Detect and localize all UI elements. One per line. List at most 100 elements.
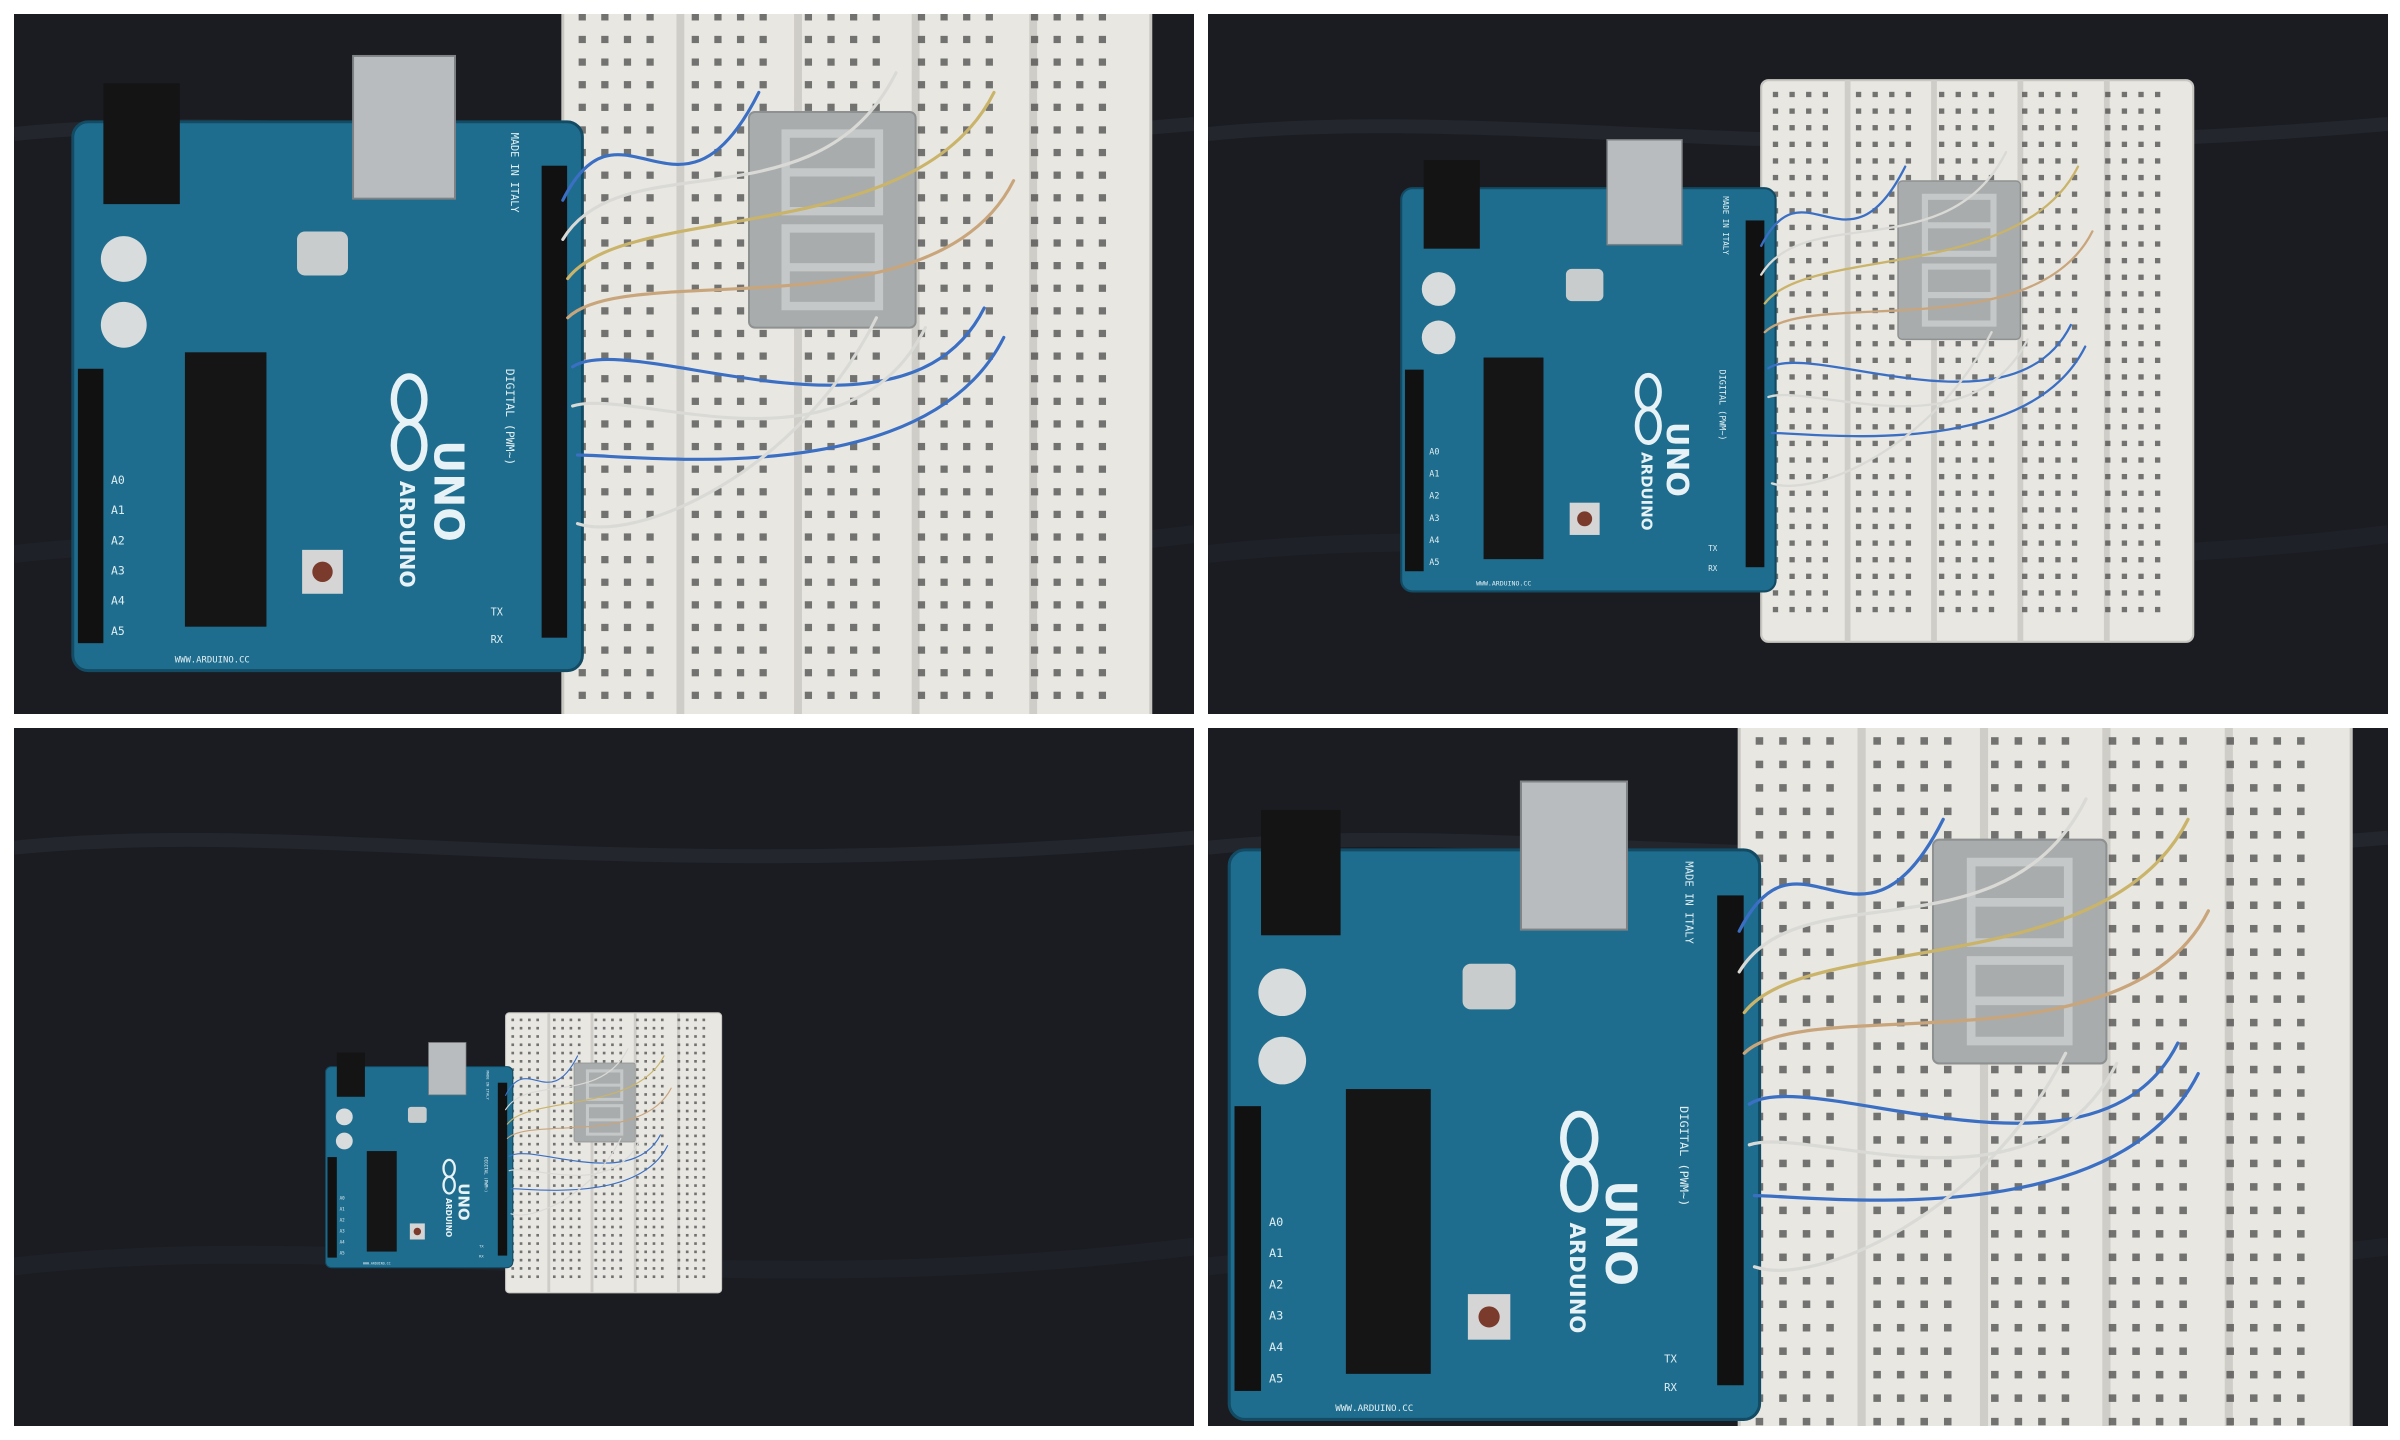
power-analog-header	[1234, 1106, 1262, 1391]
board-label: RX	[479, 1255, 484, 1259]
reset-button-cap	[413, 1227, 422, 1236]
analog-pin-label: A0	[111, 473, 125, 487]
board-label: RX	[1664, 1382, 1677, 1394]
jumper-wire	[510, 1137, 622, 1216]
analog-pin-label: A2	[1429, 491, 1439, 501]
breadboard-groove	[1979, 728, 1989, 1426]
fabric-fold	[14, 830, 1194, 864]
jumper-wire	[1752, 1051, 2068, 1272]
jumper-wire	[561, 71, 898, 241]
jumper-wire	[566, 90, 996, 281]
analog-pin-label: A0	[1429, 446, 1439, 456]
breadboard	[561, 14, 1153, 714]
reset-button-cap	[1478, 1306, 1500, 1328]
jumper-wire	[571, 326, 927, 421]
analog-pin-label: A3	[340, 1228, 346, 1233]
arduino-logo: ARDUINO	[442, 1158, 456, 1237]
breadboard	[505, 1012, 723, 1294]
power-analog-header	[77, 368, 104, 644]
jumper-wire	[1763, 165, 2080, 305]
jumper-wire	[506, 1055, 665, 1125]
digital-header	[497, 1082, 508, 1256]
board-label: TX	[1708, 544, 1717, 553]
jumper-wire	[561, 90, 761, 202]
jumper-wire	[575, 316, 878, 529]
jumper-wire	[1742, 909, 2211, 1055]
jumper-wire	[1760, 151, 2008, 276]
usb-connector	[1606, 139, 1683, 246]
uno-label: UNO	[425, 440, 473, 542]
digital-label: DIGITAL (PWM~)	[1677, 1106, 1691, 1206]
board-label: ARDUINO	[395, 481, 419, 588]
board-label: MADE IN ITALY	[508, 133, 519, 213]
jumper-wires	[561, 71, 1016, 529]
jumper-wire	[571, 306, 986, 387]
analog-pin-label: A1	[1429, 468, 1439, 478]
jumper-wires	[505, 1048, 672, 1216]
analog-pin-label: A3	[1269, 1309, 1283, 1323]
board-label: DIGITAL (PWM~)	[484, 1157, 489, 1192]
jumper-wire	[505, 1055, 579, 1096]
breadboard-groove	[2102, 728, 2111, 1426]
board-label: MADE IN ITALY	[1721, 196, 1730, 255]
usb-connector	[1519, 780, 1629, 931]
board-label: ARDUINO	[1565, 1223, 1590, 1334]
board-label: UNO	[1596, 1180, 1645, 1286]
power-analog-header	[1404, 369, 1424, 572]
power-jack	[1423, 159, 1480, 249]
jumper-wire	[506, 1087, 672, 1139]
reset-button-cap	[312, 561, 333, 583]
uno-label: UNO	[455, 1183, 473, 1220]
jumper-wire	[508, 1141, 640, 1176]
capacitor	[335, 1132, 353, 1150]
made-in-label: MADE IN ITALY	[508, 133, 519, 213]
crystal	[297, 231, 348, 276]
jumper-wire	[1763, 230, 2094, 334]
capacitor	[1258, 968, 1307, 1017]
board-label: DIGITAL (PWM~)	[503, 369, 517, 466]
board-label: UNO	[455, 1183, 473, 1220]
capacitor	[335, 1108, 353, 1126]
logo-ring	[1560, 1158, 1599, 1213]
crystal	[1565, 268, 1604, 302]
board-label: ARDUINO	[444, 1198, 453, 1237]
board-label: WWW.ARDUINO.CC	[1476, 579, 1531, 587]
power-analog-header	[327, 1157, 337, 1258]
logo-ring	[390, 419, 428, 472]
jumper-wire	[575, 335, 1006, 461]
analog-pin-label: A2	[340, 1217, 346, 1222]
jumper-wires	[1737, 797, 2211, 1272]
jumper-wire	[1760, 165, 1907, 247]
analog-pin-label: A3	[111, 564, 125, 578]
usb-connector	[428, 1042, 467, 1096]
board-label: WWW.ARDUINO.CC	[363, 1262, 391, 1266]
digital-header	[541, 165, 568, 638]
breadboard-groove	[1857, 728, 1866, 1426]
crystal	[1462, 963, 1516, 1010]
analog-pin-label: A2	[1269, 1277, 1283, 1291]
breadboard-groove	[794, 14, 802, 714]
jumper-wires	[1760, 151, 2094, 487]
breadboard-groove	[2224, 728, 2233, 1426]
digital-header	[1745, 220, 1765, 568]
jumper-wire	[1767, 338, 2029, 408]
made-in-label: MADE IN ITALY	[486, 1071, 490, 1101]
usb-connector	[352, 54, 456, 200]
jumper-wire	[510, 1145, 669, 1191]
analog-pin-label: A1	[340, 1206, 346, 1211]
board-label: RX	[491, 635, 504, 646]
logo-ring	[442, 1175, 456, 1195]
